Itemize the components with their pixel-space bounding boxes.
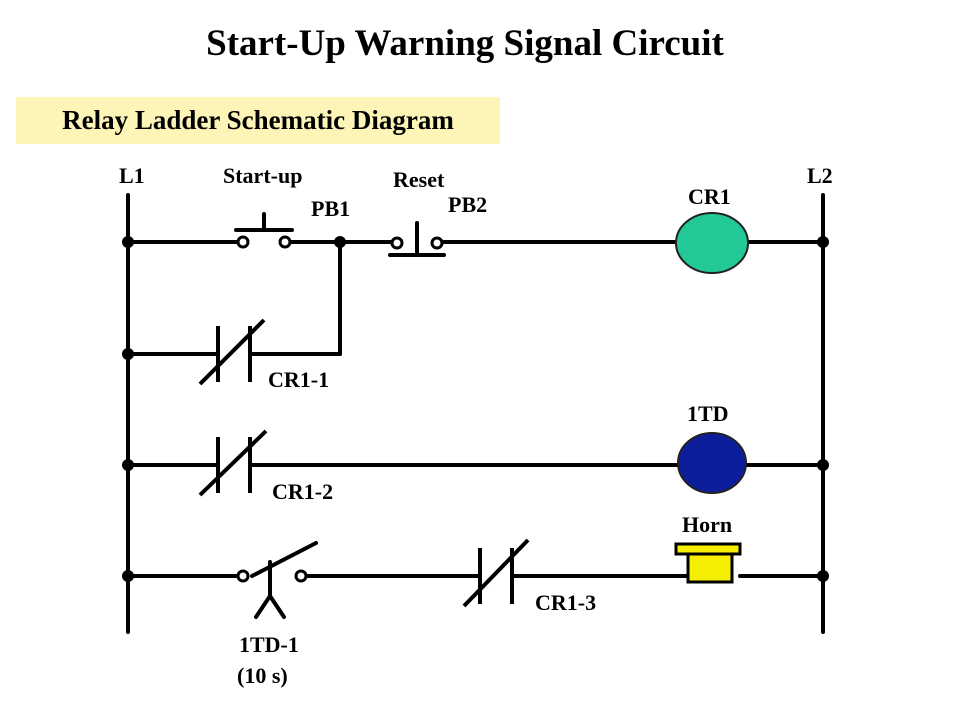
rail-l2-label: L2 — [807, 163, 833, 188]
pb1-label: PB1 — [311, 196, 350, 221]
reset-label: Reset — [393, 167, 445, 192]
pb1-pushbutton — [234, 212, 294, 232]
junction-dots — [122, 236, 829, 582]
pb2-terminal-right — [430, 236, 444, 250]
pb2-label: PB2 — [448, 192, 487, 217]
td1-terminal-left — [236, 569, 250, 583]
horn-label: Horn — [682, 512, 732, 537]
pb2-pushbutton — [388, 221, 446, 257]
subtitle: Relay Ladder Schematic Diagram — [62, 105, 454, 135]
subtitle-banner: Relay Ladder Schematic Diagram — [16, 97, 500, 144]
cr1-1-label: CR1-1 — [268, 367, 329, 392]
td1-timed-contact — [250, 541, 318, 619]
td1-label: 1TD — [687, 401, 729, 426]
td1-delay-label: (10 s) — [237, 663, 288, 688]
cr1-coil — [675, 212, 749, 274]
terminal-circles — [236, 235, 444, 583]
cr1-1-contact — [198, 318, 266, 386]
cr1-2-label: CR1-2 — [272, 479, 333, 504]
cr1-3-label: CR1-3 — [535, 590, 596, 615]
startup-label: Start-up — [223, 163, 302, 188]
td-coil — [677, 432, 747, 494]
pb1-terminal-right — [278, 235, 292, 249]
horn-symbol — [674, 542, 742, 584]
page-title: Start-Up Warning Signal Circuit — [206, 23, 724, 64]
td1-contact-label: 1TD-1 — [239, 632, 299, 657]
cr1-label: CR1 — [688, 184, 731, 209]
td1-terminal-right — [294, 569, 308, 583]
cr1-3-contact — [462, 538, 530, 608]
pb1-terminal-left — [236, 235, 250, 249]
cr1-2-contact — [198, 429, 268, 497]
rail-l1-label: L1 — [119, 163, 145, 188]
pb2-terminal-left — [390, 236, 404, 250]
